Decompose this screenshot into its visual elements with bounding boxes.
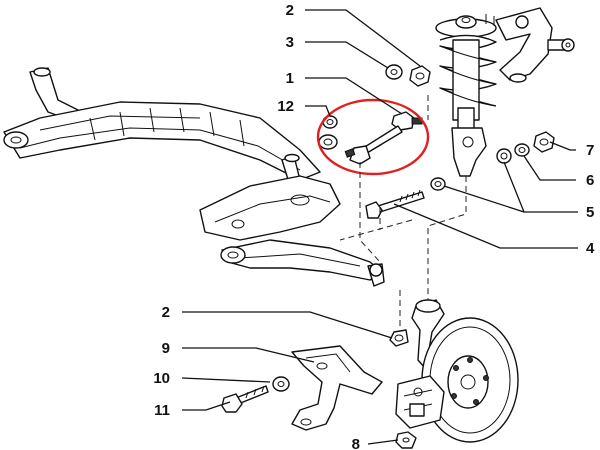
callout-6: 6: [586, 172, 594, 189]
nut-and-washer-top: [385, 64, 431, 87]
stabilizer-link: [318, 111, 423, 165]
callout-1: 1: [286, 70, 294, 87]
stabilizer-bar-end: [389, 299, 445, 377]
callout-5: 5: [586, 204, 594, 221]
callout-12: 12: [277, 98, 294, 115]
callout-10: 10: [153, 370, 170, 387]
washers-right: [430, 131, 555, 191]
callout-2-bottom: 2: [162, 304, 170, 321]
callout-9: 9: [162, 340, 170, 357]
brake-disc-hub: [395, 317, 519, 449]
bolt-and-washer: [221, 376, 290, 413]
leader-lines: [181, 9, 578, 445]
strut-assembly: [435, 7, 575, 177]
callout-2-top: 2: [286, 2, 294, 19]
callout-3: 3: [286, 34, 294, 51]
highlight-circle: [316, 98, 430, 176]
callout-8: 8: [352, 436, 360, 450]
callout-7: 7: [586, 142, 594, 159]
callout-4: 4: [586, 240, 595, 257]
front-subframe: [3, 67, 385, 287]
mounting-bracket: [291, 345, 383, 431]
callout-11: 11: [154, 402, 170, 419]
callout-numbers: 2 3 1 12 7 6 5 4 2 9 10 11 8: [153, 2, 595, 450]
